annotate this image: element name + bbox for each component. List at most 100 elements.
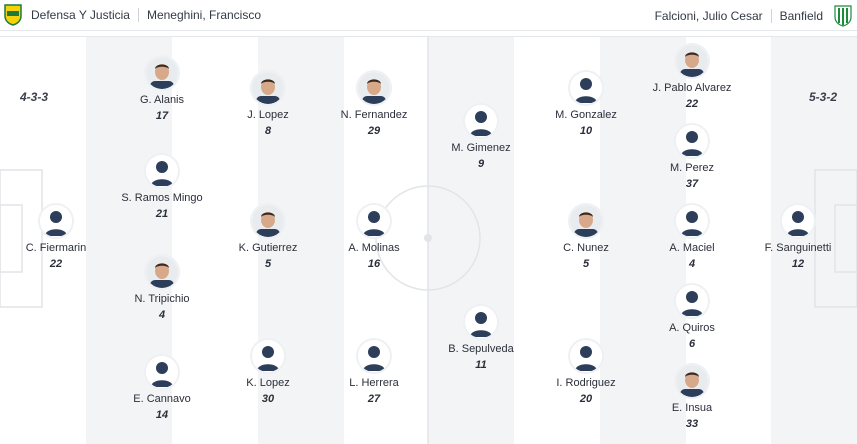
player-name: J. Pablo Alvarez: [652, 82, 732, 94]
away-player[interactable]: F. Sanguinetti 12: [743, 205, 853, 270]
player-number: 10: [579, 125, 593, 137]
player-name: J. Lopez: [247, 109, 289, 121]
player-number: 5: [264, 258, 272, 270]
player-number: 6: [688, 338, 696, 350]
player-number: 4: [688, 258, 696, 270]
player-silhouette-icon: [676, 285, 708, 317]
player-silhouette-icon: [782, 205, 814, 237]
pitch: 4-3-3 5-3-2 C. Fiermarin 22 G. Alanis 17 S. …: [0, 36, 857, 444]
home-player[interactable]: E. Cannavo 14: [107, 356, 217, 421]
away-coach-name[interactable]: Falcioni, Julio Cesar: [654, 8, 763, 23]
home-player[interactable]: G. Alanis 17: [107, 57, 217, 122]
player-photo: [146, 57, 178, 89]
player-name: N. Tripichio: [134, 293, 190, 305]
player-name: E. Insua: [671, 402, 713, 414]
player-number: 11: [475, 359, 487, 371]
player-silhouette-icon: [252, 340, 284, 372]
home-player[interactable]: N. Tripichio 4: [107, 256, 217, 321]
player-number: 8: [264, 125, 272, 137]
home-player[interactable]: C. Fiermarin 22: [1, 205, 111, 270]
player-number: 5: [582, 258, 590, 270]
player-silhouette-icon: [146, 155, 178, 187]
player-name: C. Nunez: [563, 242, 609, 254]
player-silhouette-icon: [570, 72, 602, 104]
away-player[interactable]: M. Gimenez 9: [426, 105, 536, 170]
player-number: 14: [155, 409, 169, 421]
player-silhouette-icon: [676, 205, 708, 237]
defensa-y-justicia-crest-icon[interactable]: [3, 4, 23, 26]
away-player[interactable]: A. Quiros 6: [637, 285, 747, 350]
player-name: B. Sepulveda: [448, 343, 514, 355]
player-number: 22: [685, 98, 699, 110]
player-name: A. Molinas: [348, 242, 400, 254]
player-photo: [252, 72, 284, 104]
banfield-crest-icon[interactable]: [833, 4, 853, 27]
player-silhouette-icon: [146, 356, 178, 388]
player-photo: [570, 205, 602, 237]
player-number: 22: [49, 258, 63, 270]
player-name: S. Ramos Mingo: [121, 192, 203, 204]
player-silhouette-icon: [465, 105, 497, 137]
home-player[interactable]: N. Fernandez 29: [319, 72, 429, 137]
away-player[interactable]: B. Sepulveda 11: [426, 306, 536, 371]
player-number: 33: [685, 418, 699, 430]
player-number: 4: [158, 309, 166, 321]
home-player[interactable]: K. Lopez 30: [213, 340, 323, 405]
player-number: 37: [685, 178, 699, 190]
away-player[interactable]: M. Perez 37: [637, 125, 747, 190]
player-number: 29: [367, 125, 381, 137]
player-name: M. Gimenez: [451, 142, 511, 154]
pitch-markings: [0, 37, 857, 444]
away-player[interactable]: C. Nunez 5: [531, 205, 641, 270]
player-name: M. Perez: [669, 162, 714, 174]
home-player[interactable]: J. Lopez 8: [213, 72, 323, 137]
player-name: I. Rodriguez: [556, 377, 616, 389]
away-player[interactable]: M. Gonzalez 10: [531, 72, 641, 137]
player-name: K. Lopez: [246, 377, 290, 389]
player-silhouette-icon: [676, 125, 708, 157]
away-header: Falcioni, Julio Cesar Banfield: [655, 0, 857, 31]
home-player[interactable]: S. Ramos Mingo 21: [107, 155, 217, 220]
player-name: A. Quiros: [669, 322, 715, 334]
player-silhouette-icon: [40, 205, 72, 237]
player-name: F. Sanguinetti: [764, 242, 832, 254]
player-name: A. Maciel: [669, 242, 715, 254]
player-number: 20: [579, 393, 593, 405]
player-number: 9: [477, 158, 485, 170]
home-formation: 4-3-3: [20, 90, 49, 104]
player-name: M. Gonzalez: [555, 109, 617, 121]
header-divider: [137, 8, 139, 22]
player-number: 16: [367, 258, 381, 270]
player-photo: [146, 256, 178, 288]
away-player[interactable]: J. Pablo Alvarez 22: [637, 45, 747, 110]
home-team-name[interactable]: Defensa Y Justicia: [31, 8, 130, 22]
player-photo: [676, 365, 708, 397]
away-team-name[interactable]: Banfield: [779, 8, 823, 23]
player-photo: [676, 45, 708, 77]
player-silhouette-icon: [358, 340, 390, 372]
home-player[interactable]: L. Herrera 27: [319, 340, 429, 405]
away-player[interactable]: E. Insua 33: [637, 365, 747, 430]
lineup-header: Defensa Y Justicia Meneghini, Francisco …: [0, 0, 857, 31]
home-coach-name[interactable]: Meneghini, Francisco: [146, 8, 262, 22]
player-number: 12: [791, 258, 805, 270]
player-photo: [358, 72, 390, 104]
player-silhouette-icon: [358, 205, 390, 237]
away-player[interactable]: I. Rodriguez 20: [531, 340, 641, 405]
away-formation: 5-3-2: [808, 90, 837, 104]
player-number: 17: [155, 110, 169, 122]
player-number: 30: [261, 393, 275, 405]
player-name: N. Fernandez: [340, 109, 408, 121]
header-divider: [770, 8, 772, 23]
player-number: 21: [155, 208, 169, 220]
home-player[interactable]: A. Molinas 16: [319, 205, 429, 270]
player-name: C. Fiermarin: [25, 242, 87, 254]
player-number: 27: [367, 393, 381, 405]
player-name: E. Cannavo: [133, 393, 191, 405]
player-silhouette-icon: [465, 306, 497, 338]
away-player[interactable]: A. Maciel 4: [637, 205, 747, 270]
player-name: G. Alanis: [139, 94, 185, 106]
player-silhouette-icon: [570, 340, 602, 372]
player-name: L. Herrera: [349, 377, 399, 389]
